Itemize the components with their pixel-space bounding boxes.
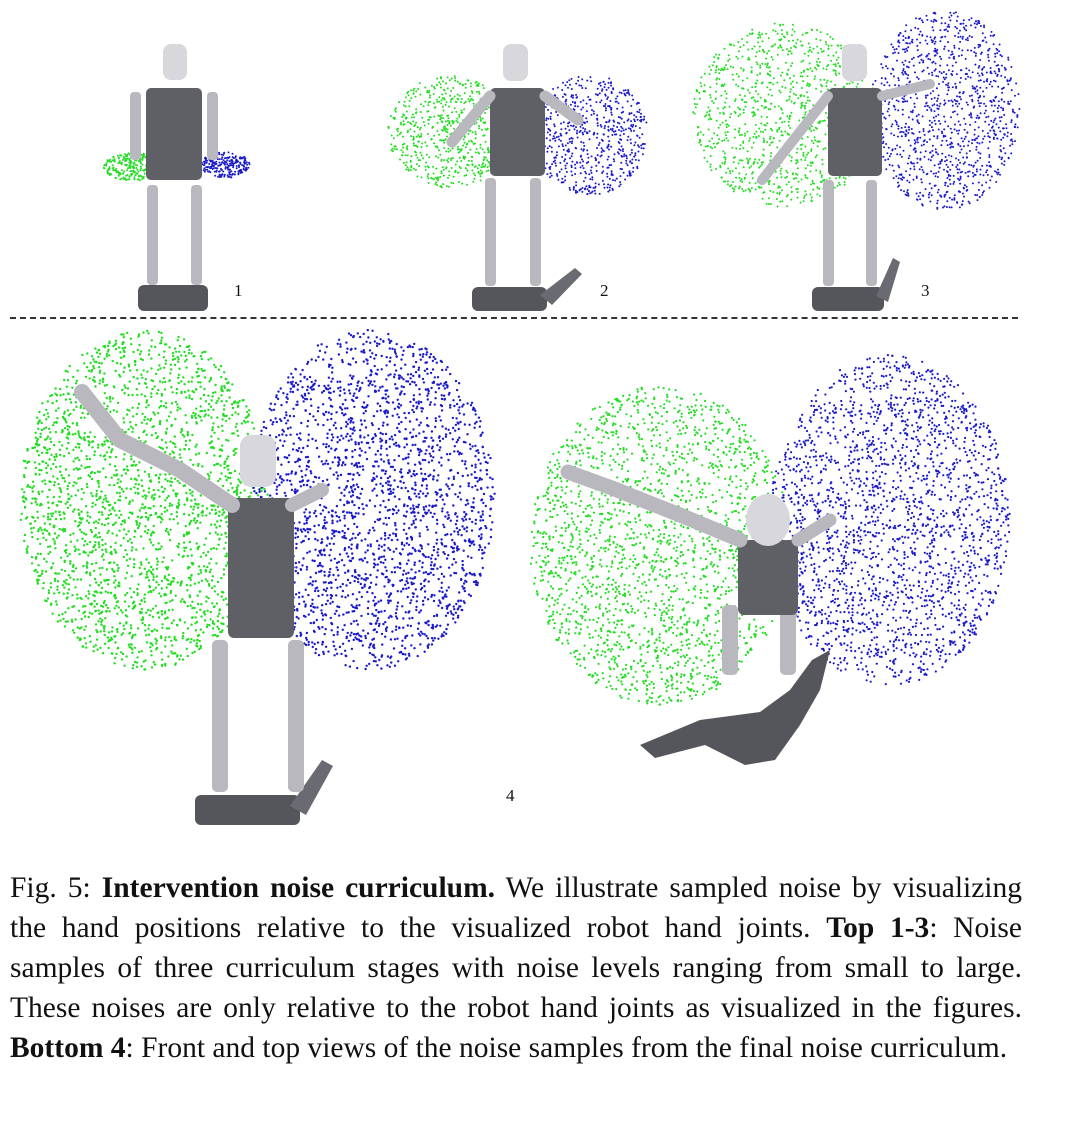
robot-leg-right [191,185,202,285]
robot-arm-right [539,90,584,126]
robot-foot-extension [876,258,900,302]
robot-base-shadow [640,650,830,765]
robot-arm-right [207,92,218,160]
robot-head [163,44,187,80]
robot-leg-left [722,605,738,675]
robot-arm-right [877,79,935,101]
robot-final-top [560,464,837,765]
robot-torso [738,540,798,615]
robot-leg-right [530,178,541,286]
figure-caption: Fig. 5: Intervention noise curriculum. W… [10,868,1022,1068]
robot-foot-extension [290,760,333,815]
robot-stage-3 [757,44,935,311]
robot-torso [146,88,202,180]
robot-base [812,287,884,311]
noise-cloud-blue-3 [870,11,1021,210]
robot-arm-left [130,92,141,160]
robot-arm-right [285,483,329,512]
robot-base [195,795,300,825]
robot-arm-left [74,384,240,513]
robot-torso [828,88,882,176]
caption-text-3: : Front and top views of the noise sampl… [125,1032,1008,1064]
robot-head [503,44,528,81]
figure-area: 1 2 3 4 [10,11,1021,825]
robot-stage-2 [446,44,584,311]
panel-label-4: 4 [506,786,515,805]
panel-label-3: 3 [921,281,930,300]
robot-base [138,285,208,311]
noise-cloud-blue-1 [199,151,251,179]
robot-arm-left [560,464,748,548]
caption-text-2: : Noise samples of three curriculum stag… [10,912,1022,1024]
figure-svg [19,11,1021,825]
robot-arm-left [757,91,833,185]
robot-leg-right [780,605,796,675]
robot-arm-left [446,90,496,148]
robot-stage-1 [130,44,218,311]
dashed-divider [10,317,1018,319]
robot-arm-right [791,513,837,547]
noise-cloud-blue-4-top [769,354,1011,686]
robot-leg-left [147,185,158,285]
caption-bottom-label: Bottom 4 [10,1032,126,1064]
robot-torso [490,88,545,176]
caption-fig-label: Fig. 5: [10,872,91,904]
robot-torso [228,498,294,638]
caption-text-1: We illustrate sampled noise by visualizi… [10,872,1023,944]
robot-final-front [74,384,333,825]
panel-label-1: 1 [234,281,243,300]
caption-top-label: Top 1-3 [826,912,930,944]
robot-head [842,44,867,81]
robot-foot-extension [540,268,582,305]
robot-head [746,494,790,546]
noise-cloud-blue-4-front [244,328,496,671]
robot-leg-right [288,640,304,792]
caption-title: Intervention noise curriculum. [101,872,496,904]
robot-leg-left [212,640,228,792]
robot-head [240,435,276,487]
robot-leg-right [866,180,877,286]
robot-leg-left [485,178,496,286]
robot-base [472,287,547,311]
robot-leg-left [823,180,834,286]
panel-label-2: 2 [600,281,609,300]
